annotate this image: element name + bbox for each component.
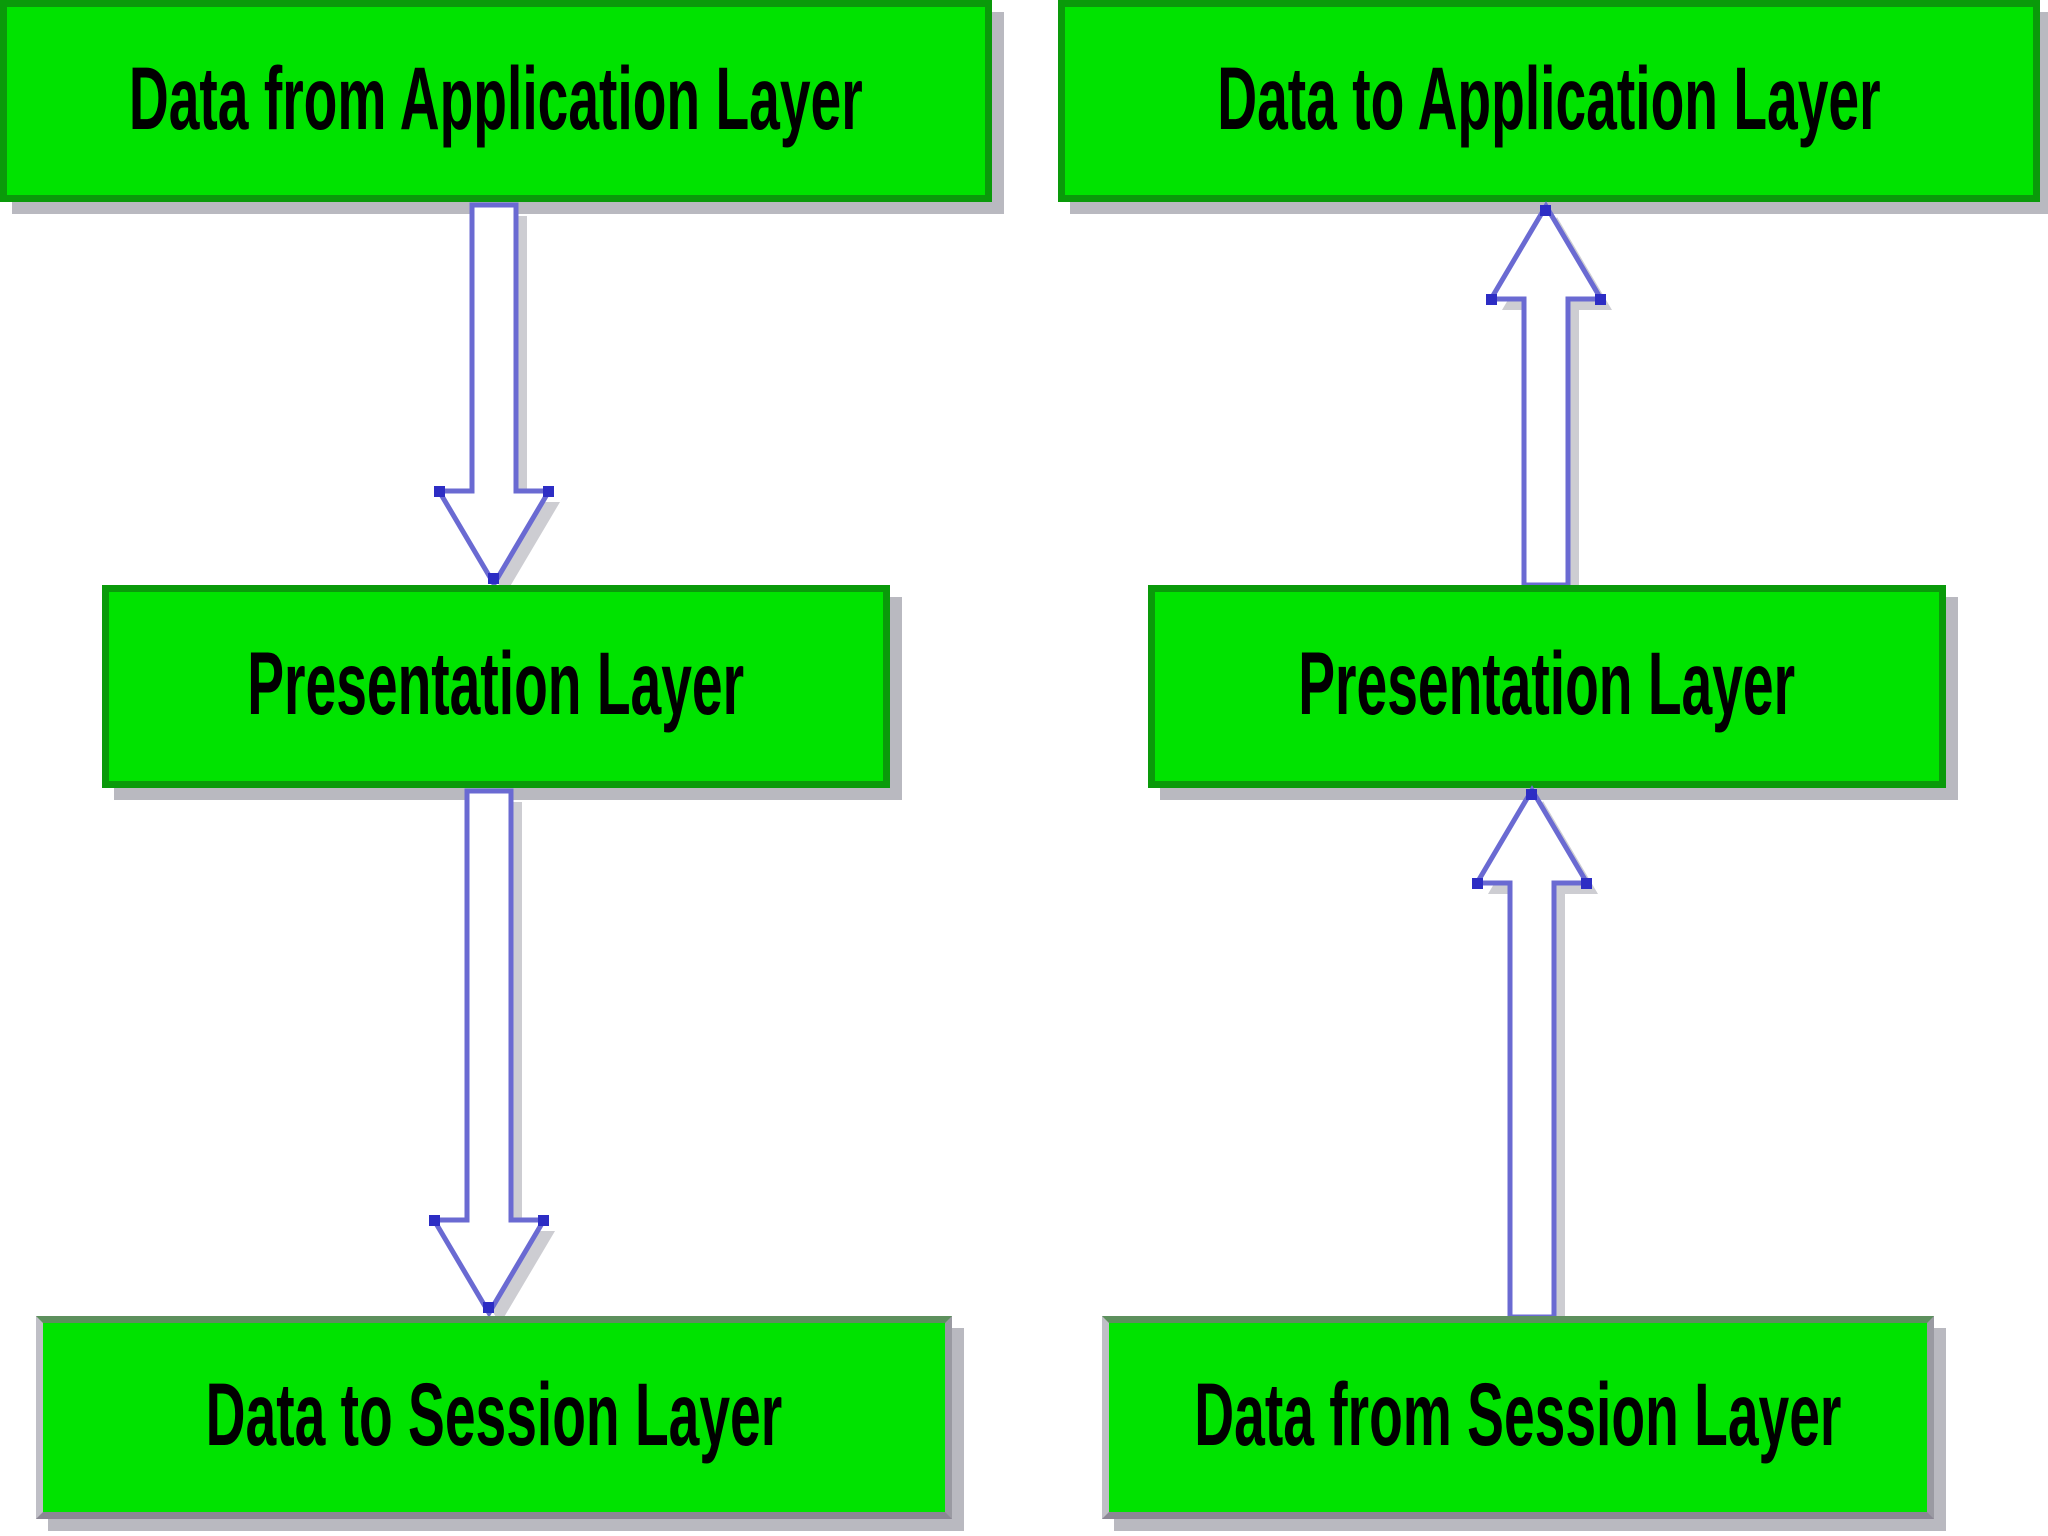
layer-box-label: Data from Session Layer — [1194, 1364, 1842, 1464]
layer-box-label: Presentation Layer — [247, 633, 745, 733]
layer-box-label: Data to Application Layer — [1217, 47, 1881, 148]
box-presentation-layer-right: Presentation Layer — [1148, 585, 1946, 788]
down-arrow-icon — [429, 788, 555, 1324]
box-data-from-application-layer: Data from Application Layer — [0, 0, 992, 202]
layer-box-label: Data from Application Layer — [129, 47, 863, 148]
box-data-to-session-layer: Data to Session Layer — [36, 1316, 952, 1519]
up-arrow-icon — [1472, 785, 1598, 1328]
box-data-to-application-layer: Data to Application Layer — [1058, 0, 2040, 202]
layer-box-label: Data to Session Layer — [205, 1364, 783, 1464]
up-arrow-icon — [1486, 201, 1612, 596]
layer-box-label: Presentation Layer — [1298, 633, 1796, 733]
box-data-from-session-layer: Data from Session Layer — [1102, 1316, 1934, 1519]
down-arrow-icon — [434, 202, 560, 595]
box-presentation-layer-left: Presentation Layer — [102, 585, 890, 788]
